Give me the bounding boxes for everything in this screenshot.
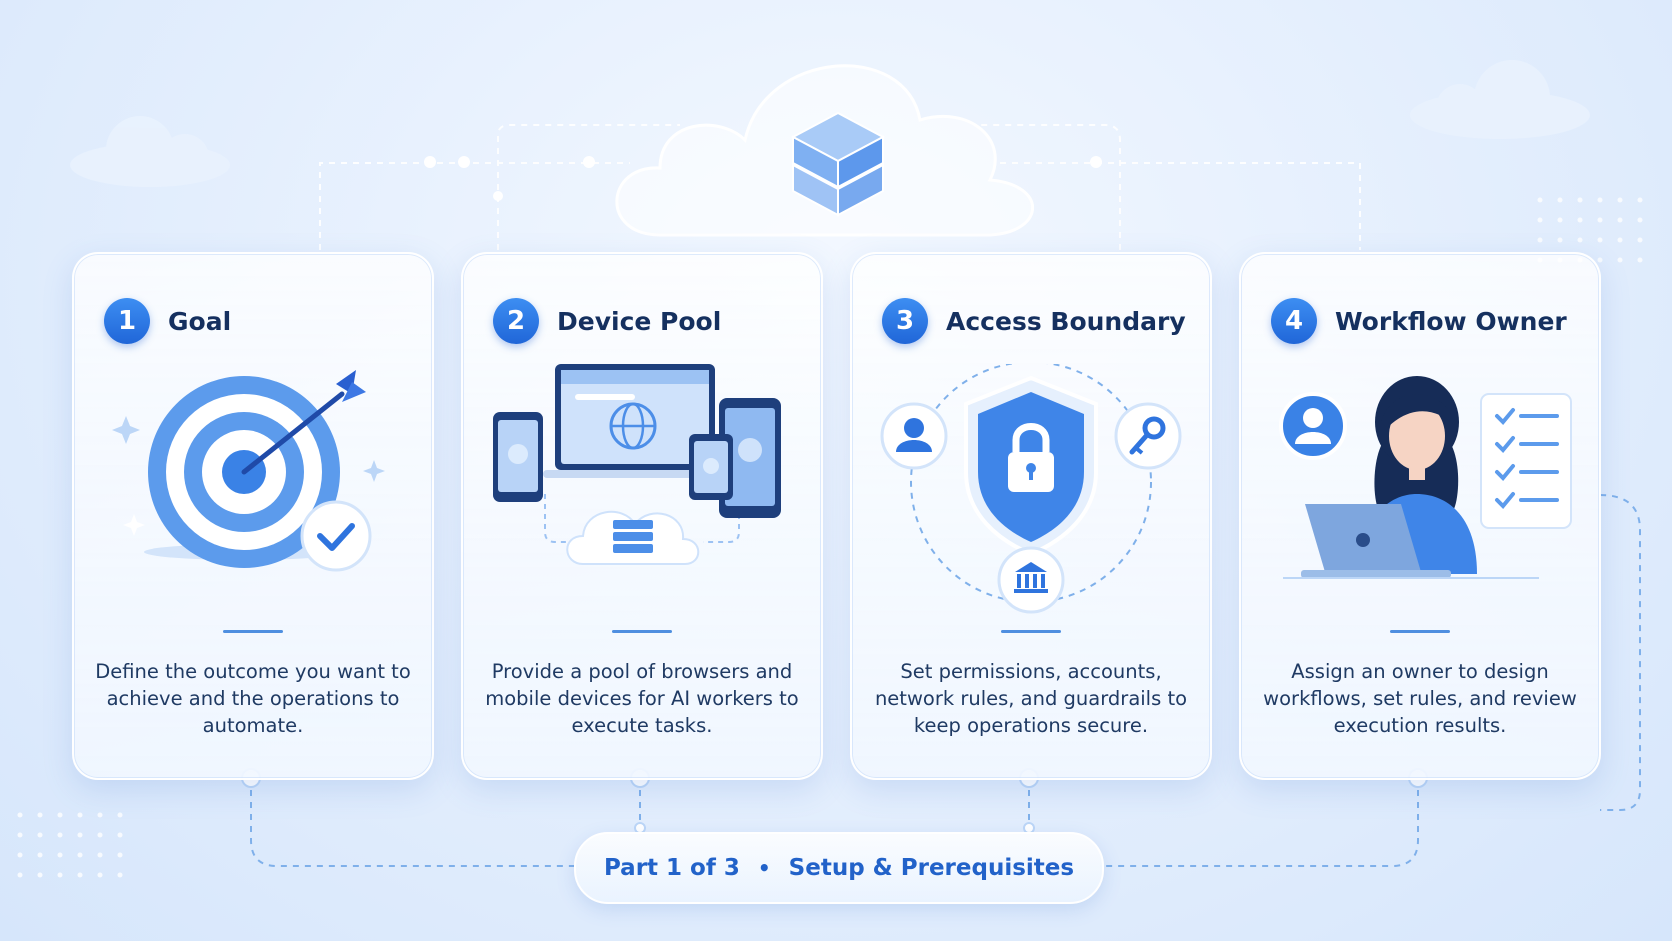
divider-rule xyxy=(1001,630,1061,633)
divider-rule xyxy=(223,630,283,633)
card-description: Set permissions, accounts, network rules… xyxy=(874,660,1188,737)
step-badge: 3 xyxy=(882,298,928,344)
step-badge: 2 xyxy=(493,298,539,344)
card-title: Workflow Owner xyxy=(1335,306,1567,336)
card-title: Access Boundary xyxy=(946,306,1186,336)
cloud-cube-icon xyxy=(615,64,1034,237)
card-goal: 1 Goal Define the outcome you want to ac… xyxy=(72,252,434,780)
card-description: Define the outcome you want to achieve a… xyxy=(95,660,411,737)
step-badge: 4 xyxy=(1271,298,1317,344)
divider-rule xyxy=(612,630,672,633)
step-badge: 1 xyxy=(104,298,150,344)
card-access-boundary: 3 Access Boundary Set permissions, accou… xyxy=(850,252,1212,780)
shield-lock-icon xyxy=(880,364,1182,614)
card-device-pool: 2 Device Pool Provide a pool of browsers… xyxy=(461,252,823,780)
card-title: Device Pool xyxy=(557,306,722,336)
divider-rule xyxy=(1390,630,1450,633)
card-workflow-owner: 4 Workflow Owner Assign an owner to desi… xyxy=(1239,252,1601,780)
section-title: Setup & Prerequisites xyxy=(788,855,1075,881)
part-indicator: Part 1 of 3 xyxy=(603,855,740,881)
separator-dot: • xyxy=(757,856,771,880)
card-description: Assign an owner to design workflows, set… xyxy=(1263,660,1577,737)
person-laptop-icon xyxy=(1279,376,1572,579)
section-footer-pill: Part 1 of 3 • Setup & Prerequisites xyxy=(574,832,1104,904)
target-icon xyxy=(112,370,385,572)
card-description: Provide a pool of browsers and mobile de… xyxy=(485,660,799,737)
devices-icon xyxy=(493,364,781,565)
card-title: Goal xyxy=(168,306,232,336)
